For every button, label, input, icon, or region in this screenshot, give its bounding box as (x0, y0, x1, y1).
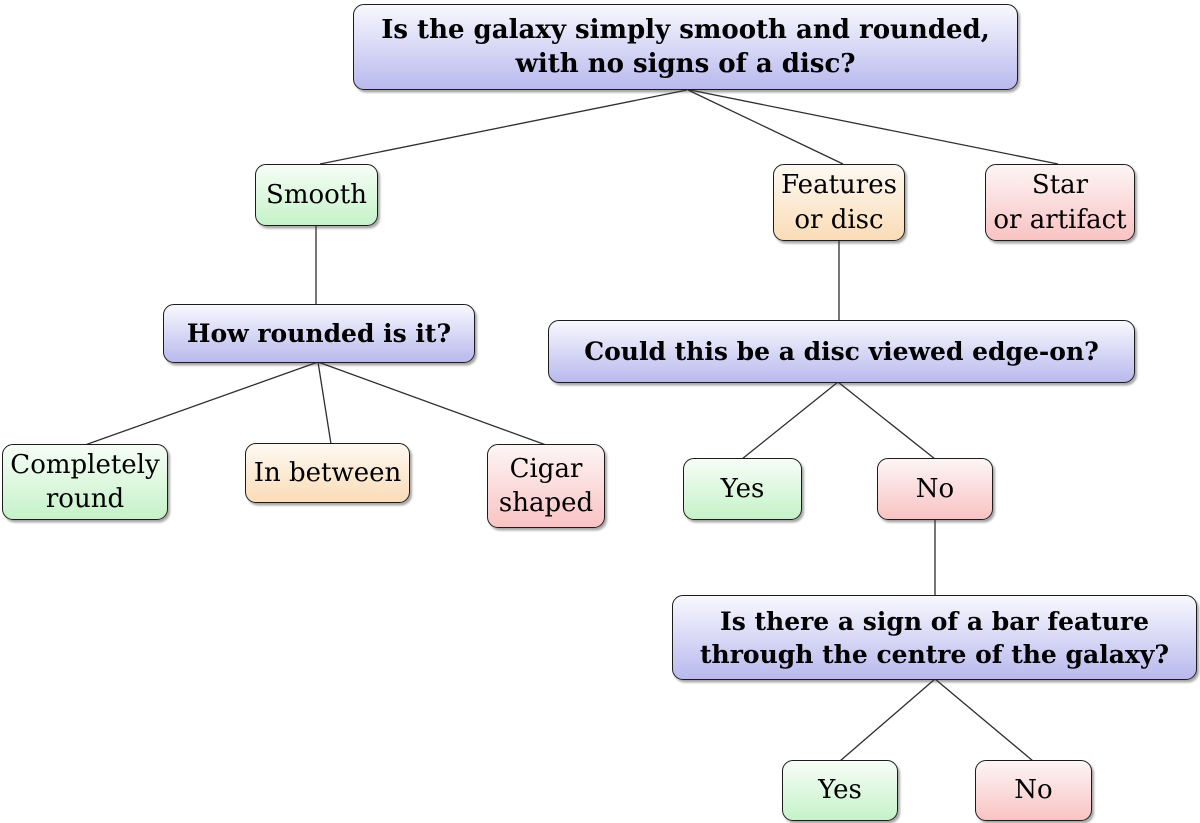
node-answer-in-between: In between (245, 443, 410, 503)
edge-q2-cigar (317, 361, 547, 446)
edge-q3-yes (741, 381, 839, 460)
node-question-disc-edge-on: Could this be a disc viewed edge-on? (548, 320, 1135, 383)
node-answer-star-or-artifact: Star or artifact (985, 164, 1135, 241)
node-answer-yes-edge-on: Yes (683, 458, 802, 520)
edge-q1-smooth (319, 89, 688, 165)
node-answer-no-bar: No (975, 760, 1092, 821)
node-question-how-rounded: How rounded is it? (163, 304, 475, 363)
node-question-bar-feature: Is there a sign of a bar feature through… (672, 595, 1197, 680)
node-answer-completely-round: Completely round (2, 444, 168, 520)
node-answer-no-edge-on: No (877, 458, 993, 520)
edge-q4-no (934, 678, 1034, 762)
edge-q2-round (84, 361, 319, 446)
edge-q1-star (689, 89, 1059, 165)
edge-q1-features (687, 89, 844, 165)
node-answer-features-or-disc: Features or disc (773, 164, 905, 241)
edge-group (84, 89, 1059, 762)
edge-q4-yes (839, 678, 936, 762)
node-question-smooth-rounded: Is the galaxy simply smooth and rounded,… (353, 4, 1018, 90)
node-answer-yes-bar: Yes (782, 760, 898, 821)
node-answer-cigar-shaped: Cigar shaped (487, 444, 605, 528)
node-answer-smooth: Smooth (255, 164, 378, 226)
edge-q2-between (317, 361, 332, 445)
edge-q3-no (837, 381, 936, 460)
